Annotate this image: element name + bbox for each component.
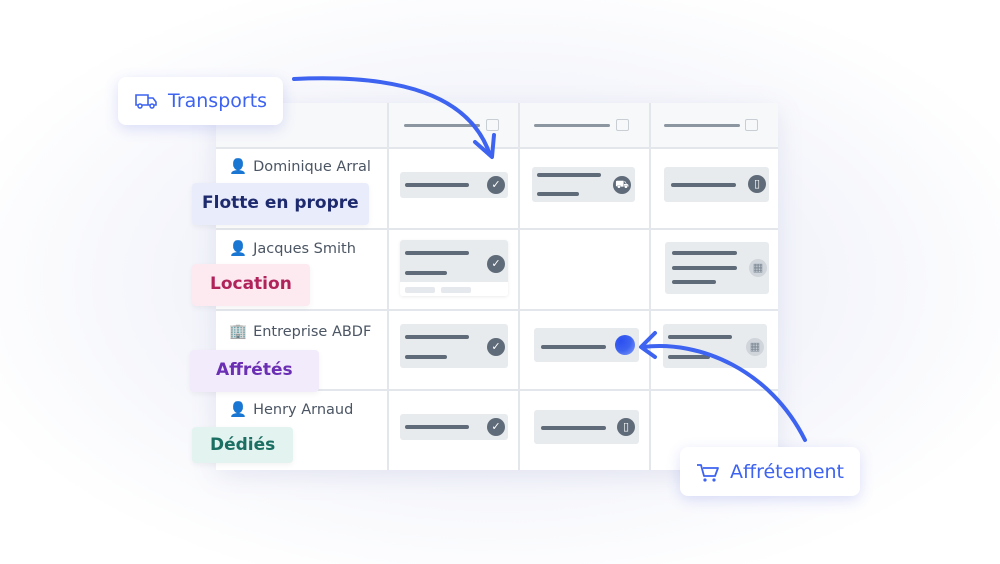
check-icon: ✓ — [487, 338, 505, 356]
booking-card[interactable]: ▯ — [664, 167, 769, 202]
divider — [649, 103, 651, 470]
check-icon: ✓ — [487, 176, 505, 194]
divider — [518, 103, 520, 470]
row-name: 👤Dominique Arral — [229, 158, 371, 176]
divider — [216, 309, 778, 311]
transports-callout: Transports — [118, 77, 284, 125]
arrow-transports — [292, 76, 492, 157]
booking-card[interactable]: ✓ — [400, 240, 508, 296]
calendar-icon — [616, 119, 629, 131]
booking-card[interactable]: ▦ — [663, 324, 767, 368]
cart-icon — [697, 463, 719, 482]
affretement-callout: Affrétement — [680, 447, 860, 496]
phone-icon: ▯ — [617, 418, 635, 436]
row-name: 👤Jacques Smith — [229, 240, 356, 258]
arrow-affretement — [641, 344, 807, 442]
booking-card[interactable] — [534, 328, 639, 362]
divider — [216, 389, 778, 391]
divider — [387, 103, 389, 470]
check-icon: ✓ — [487, 255, 505, 273]
truck-icon: ⛟ — [613, 176, 631, 194]
row-name: 🏢Entreprise ABDF — [229, 323, 372, 341]
divider — [216, 228, 778, 230]
booking-card[interactable]: ▯ — [534, 410, 639, 444]
booking-card[interactable]: ▦ — [665, 242, 769, 294]
building-icon: 🏢 — [229, 324, 248, 340]
tag-affretes: Affrétés — [190, 350, 319, 392]
person-icon: 👤 — [229, 159, 248, 175]
booking-card[interactable]: ✓ — [400, 324, 508, 368]
row-name: 👤Henry Arnaud — [229, 401, 354, 419]
tag-flotte: Flotte en propre — [192, 183, 369, 225]
date-placeholder — [664, 124, 740, 127]
booking-card[interactable]: ✓ — [400, 172, 508, 198]
booking-card[interactable]: ✓ — [400, 414, 508, 440]
check-icon: ✓ — [487, 418, 505, 436]
selected-dot — [615, 335, 635, 355]
date-placeholder — [534, 124, 610, 127]
calendar-icon: ▦ — [749, 259, 767, 277]
calendar-icon — [486, 119, 499, 131]
tag-location: Location — [192, 264, 310, 306]
calendar-icon — [745, 119, 758, 131]
person-icon: 👤 — [229, 241, 248, 257]
calendar-icon: ▦ — [746, 338, 764, 356]
truck-icon — [135, 94, 157, 109]
date-placeholder — [404, 124, 480, 127]
person-icon: 👤 — [229, 402, 248, 418]
tag-dedies: Dédiés — [192, 427, 294, 463]
booking-card[interactable]: ⛟ — [532, 167, 635, 202]
phone-icon: ▯ — [748, 175, 766, 193]
divider — [216, 147, 778, 149]
